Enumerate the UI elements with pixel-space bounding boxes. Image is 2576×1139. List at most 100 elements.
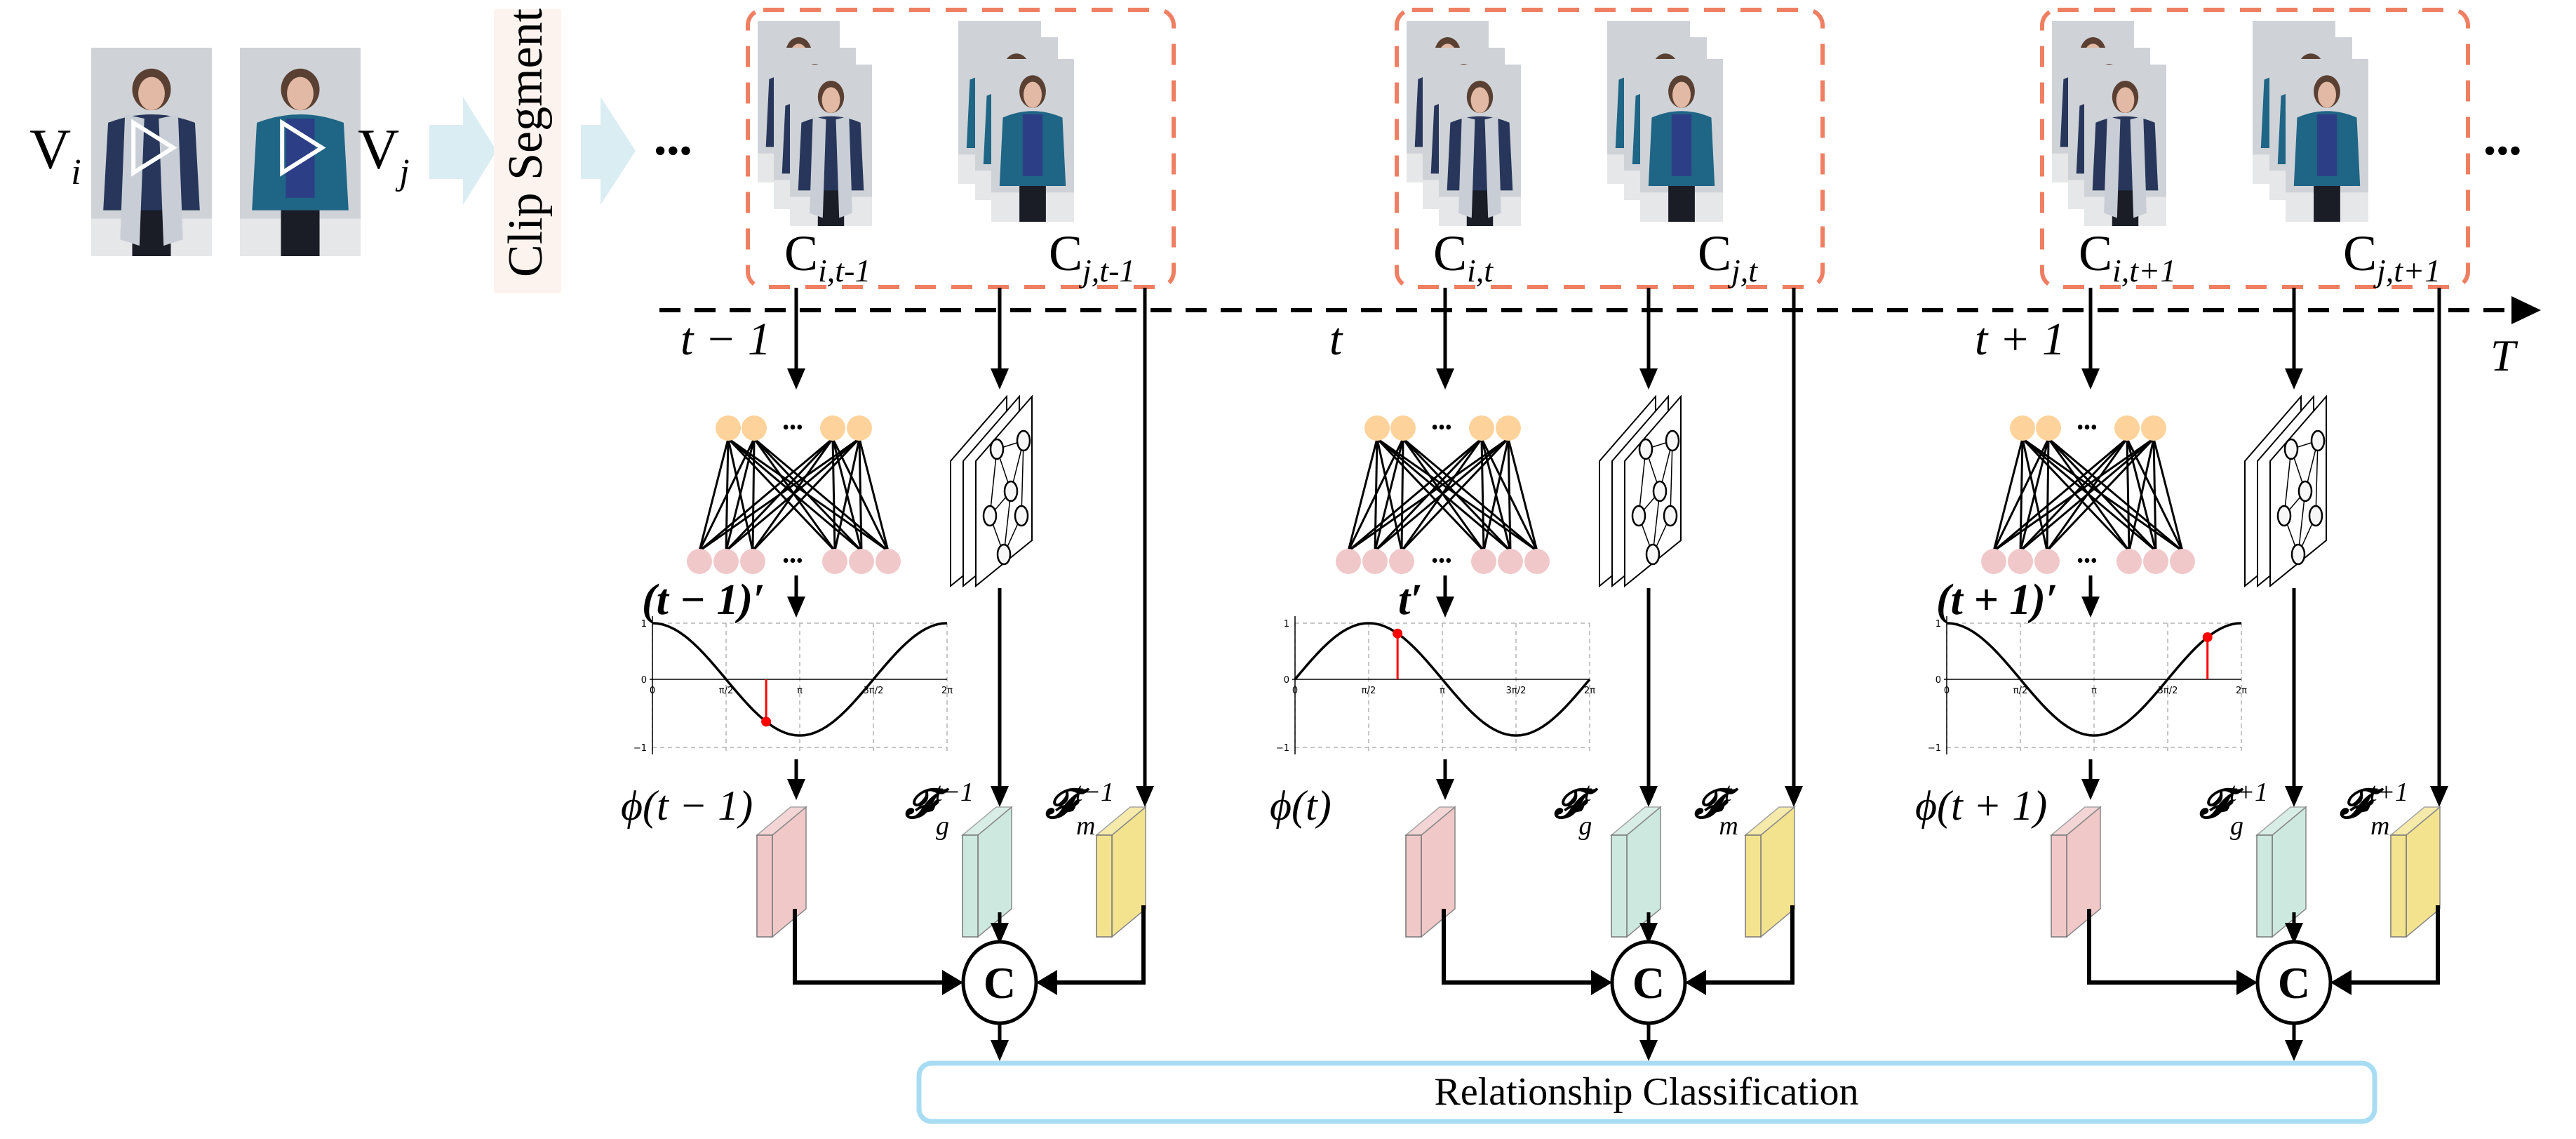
plot-x-tick: 3π/2 xyxy=(1506,686,1527,696)
network-edge xyxy=(1402,438,1485,552)
plot-curve xyxy=(1946,622,2242,737)
clip-j-frames[interactable] xyxy=(2253,21,2368,222)
plot-curve xyxy=(1294,622,1591,737)
clip-i-label: Ci,t-1 xyxy=(784,225,871,288)
network-edge xyxy=(1374,438,1404,552)
person-face xyxy=(1024,81,1042,108)
arrowhead-icon xyxy=(1136,786,1154,807)
phase-label: ϕ(t + 1) xyxy=(1915,782,2047,829)
network-edge xyxy=(2048,437,2183,552)
plot-y-tick: 1 xyxy=(641,619,647,630)
motion-feature-label-sub: m xyxy=(1719,811,1738,841)
clip-i-frames[interactable] xyxy=(1407,21,1521,226)
arrowhead-icon xyxy=(787,597,805,618)
video-j-thumbnail[interactable] xyxy=(240,48,361,256)
ellipsis-right: ••• xyxy=(2483,131,2522,171)
graph-feature-label-sub: g xyxy=(1578,811,1592,841)
plot-x-tick: 2π xyxy=(1584,686,1595,696)
play-icon[interactable] xyxy=(280,119,326,177)
network-edge xyxy=(2047,438,2131,552)
arrowhead-icon xyxy=(991,368,1009,389)
phase-label: ϕ(t − 1) xyxy=(621,782,753,829)
arrowhead-icon xyxy=(2330,970,2352,995)
clip-j-frames[interactable] xyxy=(958,21,1074,222)
network-dots: ••• xyxy=(2077,550,2097,572)
play-icon[interactable] xyxy=(131,119,177,177)
person-scarf xyxy=(836,116,852,218)
clip-i-sub: i,t-1 xyxy=(818,253,871,288)
network-output-node xyxy=(876,549,901,574)
graph-feature-label-sub: g xyxy=(2230,811,2243,841)
arrowhead-icon xyxy=(991,1040,1009,1061)
person-shirt xyxy=(1022,114,1043,177)
graph-node xyxy=(1631,505,1646,527)
person-shirt xyxy=(286,118,315,198)
time-label: t − 1 xyxy=(680,314,771,365)
network-edge xyxy=(698,438,730,552)
plot-y-tick: 1 xyxy=(1284,619,1289,630)
graph-feature-block xyxy=(2255,806,2308,938)
block-front xyxy=(756,834,773,938)
clip-i-frames[interactable] xyxy=(2052,21,2166,226)
person-face xyxy=(2116,87,2135,113)
timeline: T xyxy=(659,296,2541,380)
network-edge xyxy=(833,438,861,552)
network-output-node xyxy=(1471,549,1496,574)
network-edge xyxy=(725,438,756,552)
graph-feature-label-sup: t+1 xyxy=(2229,778,2268,807)
person-scarf xyxy=(1484,116,1501,218)
network-input-node xyxy=(2010,415,2035,441)
clip-j-sub: j,t xyxy=(1728,253,1758,288)
video-i-thumbnail[interactable] xyxy=(91,48,212,256)
clip-i-label: Ci,t xyxy=(1433,225,1494,288)
person-face xyxy=(1470,87,1489,113)
relationship-classification-block[interactable]: Relationship Classification xyxy=(916,1060,2377,1124)
person-shirt xyxy=(2316,114,2337,177)
time-step-1: Ci,t-1Cj,t-1t − 1••••••(t − 1)′0π/2π3π/2… xyxy=(621,8,1176,1061)
motion-feature-label-sub: m xyxy=(1076,811,1095,841)
network-edge xyxy=(2020,437,2154,552)
arrowhead-icon xyxy=(1639,1040,1658,1061)
plot-y-tick: −1 xyxy=(633,743,647,754)
network-edge xyxy=(751,437,861,552)
phase-to-concat-line xyxy=(1442,909,1605,985)
phase-feature-block xyxy=(755,806,808,938)
arrowhead-icon xyxy=(2081,597,2100,618)
phase-to-concat-line xyxy=(793,909,956,985)
network-output-node xyxy=(2008,549,2033,574)
motion-feature-label-sup: t+1 xyxy=(2370,778,2408,807)
timeline-label: T xyxy=(2490,331,2518,380)
network-edge xyxy=(858,438,863,552)
clip-i-frames[interactable] xyxy=(758,21,872,226)
block-front xyxy=(1096,834,1113,938)
graph-feature-label-sup: t−1 xyxy=(935,778,974,807)
concat-operator xyxy=(961,940,1038,1025)
graph-edge xyxy=(1638,448,1646,517)
clip-j-frames[interactable] xyxy=(1607,21,1723,222)
graph-node xyxy=(2283,438,2299,460)
motion-to-concat-line xyxy=(2337,905,2440,985)
network-output-label: (t + 1)′ xyxy=(1936,576,2058,624)
arrowhead-icon xyxy=(1591,970,1612,995)
clip-i-sub: i,t xyxy=(1467,253,1494,288)
time-step-2: Ci,tCj,tt••••••t′0π/2π3π/22π10−1ϕ(t)𝓕tg𝓕… xyxy=(1270,8,1825,1061)
motion-feature-block xyxy=(1094,806,1148,938)
network-edge xyxy=(1376,437,1485,552)
network-dots: ••• xyxy=(1431,417,1451,439)
network-edge xyxy=(751,438,756,552)
network-output-label: (t − 1)′ xyxy=(642,576,765,624)
motion-to-concat-line xyxy=(1692,905,1795,985)
plot-y-tick: 0 xyxy=(1284,675,1289,686)
network-edge xyxy=(2046,437,2155,552)
network-edge xyxy=(1347,438,1378,552)
plot-y-tick: −1 xyxy=(1276,743,1289,754)
arrowhead-icon xyxy=(2285,1040,2303,1061)
network-edge xyxy=(1400,437,1510,552)
person-face xyxy=(138,76,165,111)
phase-to-concat-line xyxy=(2087,909,2250,985)
graph-node xyxy=(1652,480,1668,502)
